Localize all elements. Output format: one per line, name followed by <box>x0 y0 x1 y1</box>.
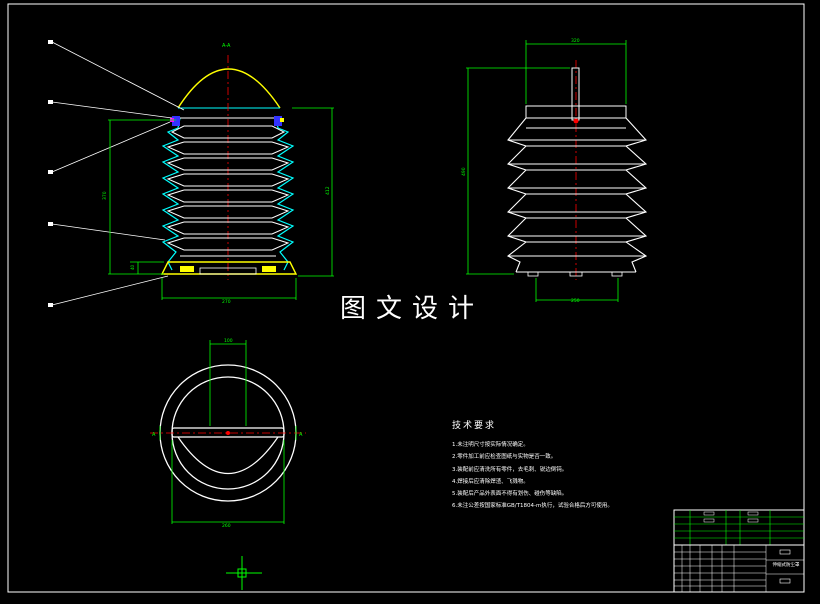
plan-view: 100 260 A A <box>150 338 306 529</box>
section-view: A-A 370 412 40 270 <box>48 40 334 307</box>
dim-section-height: 412 <box>325 186 331 195</box>
notes-line-2: 2.零件加工前应检查图纸与实物是否一致。 <box>452 454 557 461</box>
notes-line-6: 6.未注公差按国家标准GB/T1804-m执行，试验合格后方可使用。 <box>452 503 613 510</box>
section-base <box>160 261 298 275</box>
dim-plan-dia: 260 <box>222 523 231 529</box>
cut-label-right: A <box>299 432 303 438</box>
front-bellows <box>506 117 648 273</box>
front-dimensions <box>466 40 627 302</box>
notes-line-3: 3.装配前应清洗所有零件，去毛刺、锐边倒钝。 <box>452 466 568 473</box>
front-top-plate <box>525 105 627 119</box>
dim-section-base: 270 <box>222 299 231 305</box>
notes-heading: 技术要求 <box>452 421 497 431</box>
front-view: 320 490 250 <box>461 38 648 304</box>
watermark: 图文设计 <box>340 294 485 324</box>
dim-section-small: 40 <box>130 264 135 270</box>
balloon-4 <box>48 222 53 226</box>
drawing-border <box>7 3 805 593</box>
dim-plan-slot: 100 <box>224 338 233 344</box>
balloon-5 <box>48 303 53 307</box>
section-dimensions <box>108 107 334 300</box>
dome-cap <box>177 68 281 109</box>
leader-lines <box>51 41 185 306</box>
dim-section-height-left: 370 <box>102 191 108 200</box>
plan-dimensions <box>159 340 297 524</box>
dim-front-height: 490 <box>461 167 467 176</box>
dim-front-base: 250 <box>571 298 580 304</box>
title-block-name: 伸缩式防尘罩 <box>772 563 800 568</box>
section-label: A-A <box>222 43 231 49</box>
ucs-icon <box>226 556 262 590</box>
cut-label-left: A <box>152 432 156 438</box>
notes-line-5: 5.装配后产品外表面不得有划伤、碰伤等缺陷。 <box>452 491 568 498</box>
notes-line-4: 4.焊接后应清除焊渣、飞溅物。 <box>452 478 529 485</box>
bellows-left <box>161 117 181 271</box>
plan-handle-bar <box>171 427 285 438</box>
balloon-2 <box>48 100 53 104</box>
balloon-3 <box>48 170 53 174</box>
dim-top-width: 320 <box>571 38 580 44</box>
technical-notes: 技术要求 1.未注明尺寸按实际情况确定。 2.零件加工前应检查图纸与实物是否一致… <box>452 418 613 513</box>
bellows-inner <box>166 117 290 257</box>
front-handle <box>571 67 580 121</box>
notes-line-1: 1.未注明尺寸按实际情况确定。 <box>452 442 529 448</box>
bellows-right <box>275 117 295 271</box>
balloon-1 <box>48 40 53 44</box>
plan-lower-arc <box>177 436 279 474</box>
title-block <box>673 509 805 593</box>
